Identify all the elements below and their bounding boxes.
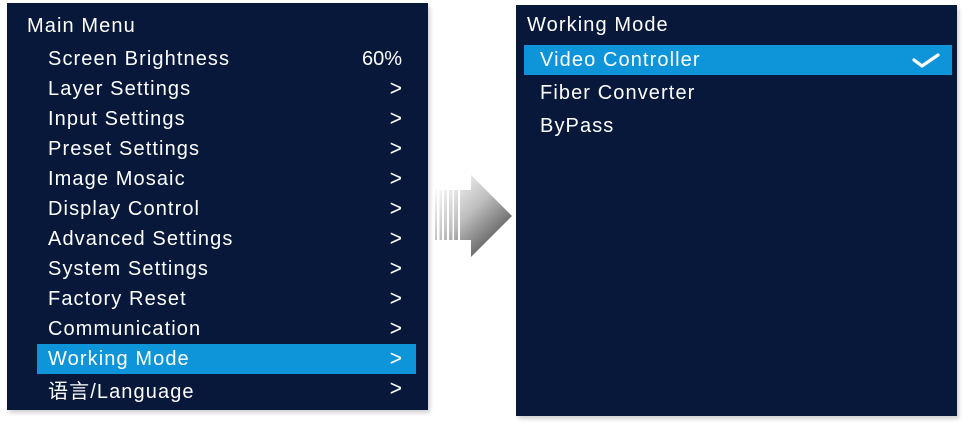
- chevron-right-icon: >: [389, 226, 402, 251]
- chevron-right-icon: >: [389, 166, 402, 191]
- menu-item-factory-reset[interactable]: Factory Reset >: [7, 284, 428, 314]
- menu-item-layer-settings[interactable]: Layer Settings >: [7, 74, 428, 104]
- menu-item-label: Advanced Settings: [48, 227, 234, 250]
- menu-item-label: Communication: [48, 317, 202, 340]
- transition-right-arrow-icon: [433, 171, 514, 259]
- menu-item-label: Display Control: [48, 197, 201, 220]
- menu-item-label: Working Mode: [48, 347, 190, 370]
- working-mode-title: Working Mode: [527, 13, 669, 36]
- chevron-right-icon: >: [389, 316, 402, 341]
- chevron-right-icon: >: [389, 286, 402, 311]
- option-label: Fiber Converter: [540, 81, 696, 104]
- working-mode-option-fiber-converter[interactable]: Fiber Converter: [516, 78, 957, 108]
- main-menu-panel: Main Menu Screen Brightness 60% Layer Se…: [7, 3, 428, 410]
- menu-item-language[interactable]: 语言/Language >: [7, 374, 428, 404]
- main-menu-title: Main Menu: [27, 14, 136, 37]
- working-mode-option-list: Video Controller Fiber Converter ByPass: [516, 45, 957, 141]
- menu-item-advanced-settings[interactable]: Advanced Settings >: [7, 224, 428, 254]
- main-menu-list: Screen Brightness 60% Layer Settings > I…: [7, 44, 428, 404]
- check-icon: [912, 52, 940, 68]
- menu-item-label: Screen Brightness: [48, 47, 231, 70]
- menu-item-image-mosaic[interactable]: Image Mosaic >: [7, 164, 428, 194]
- option-label: ByPass: [540, 114, 615, 137]
- menu-item-label: Image Mosaic: [48, 167, 186, 190]
- menu-item-value: 60%: [361, 47, 402, 70]
- menu-item-label: Factory Reset: [48, 287, 187, 310]
- menu-item-label: Preset Settings: [48, 137, 201, 160]
- chevron-right-icon: >: [389, 256, 402, 281]
- working-mode-option-video-controller[interactable]: Video Controller: [524, 45, 952, 75]
- menu-item-communication[interactable]: Communication >: [7, 314, 428, 344]
- menu-item-system-settings[interactable]: System Settings >: [7, 254, 428, 284]
- chevron-right-icon: >: [389, 346, 402, 371]
- working-mode-option-bypass[interactable]: ByPass: [516, 111, 957, 141]
- option-label: Video Controller: [540, 48, 701, 71]
- menu-item-display-control[interactable]: Display Control >: [7, 194, 428, 224]
- menu-item-working-mode[interactable]: Working Mode >: [37, 344, 416, 374]
- menu-item-label: Layer Settings: [48, 77, 192, 100]
- chevron-right-icon: >: [389, 376, 402, 401]
- chevron-right-icon: >: [389, 106, 402, 131]
- menu-item-screen-brightness[interactable]: Screen Brightness 60%: [7, 44, 428, 74]
- menu-item-label: Input Settings: [48, 107, 186, 130]
- menu-item-input-settings[interactable]: Input Settings >: [7, 104, 428, 134]
- working-mode-panel: Working Mode Video Controller Fiber Conv…: [516, 5, 957, 416]
- menu-item-label: 语言/Language: [48, 380, 195, 403]
- chevron-right-icon: >: [389, 76, 402, 101]
- menu-item-preset-settings[interactable]: Preset Settings >: [7, 134, 428, 164]
- menu-item-label: System Settings: [48, 257, 210, 280]
- chevron-right-icon: >: [389, 196, 402, 221]
- chevron-right-icon: >: [389, 136, 402, 161]
